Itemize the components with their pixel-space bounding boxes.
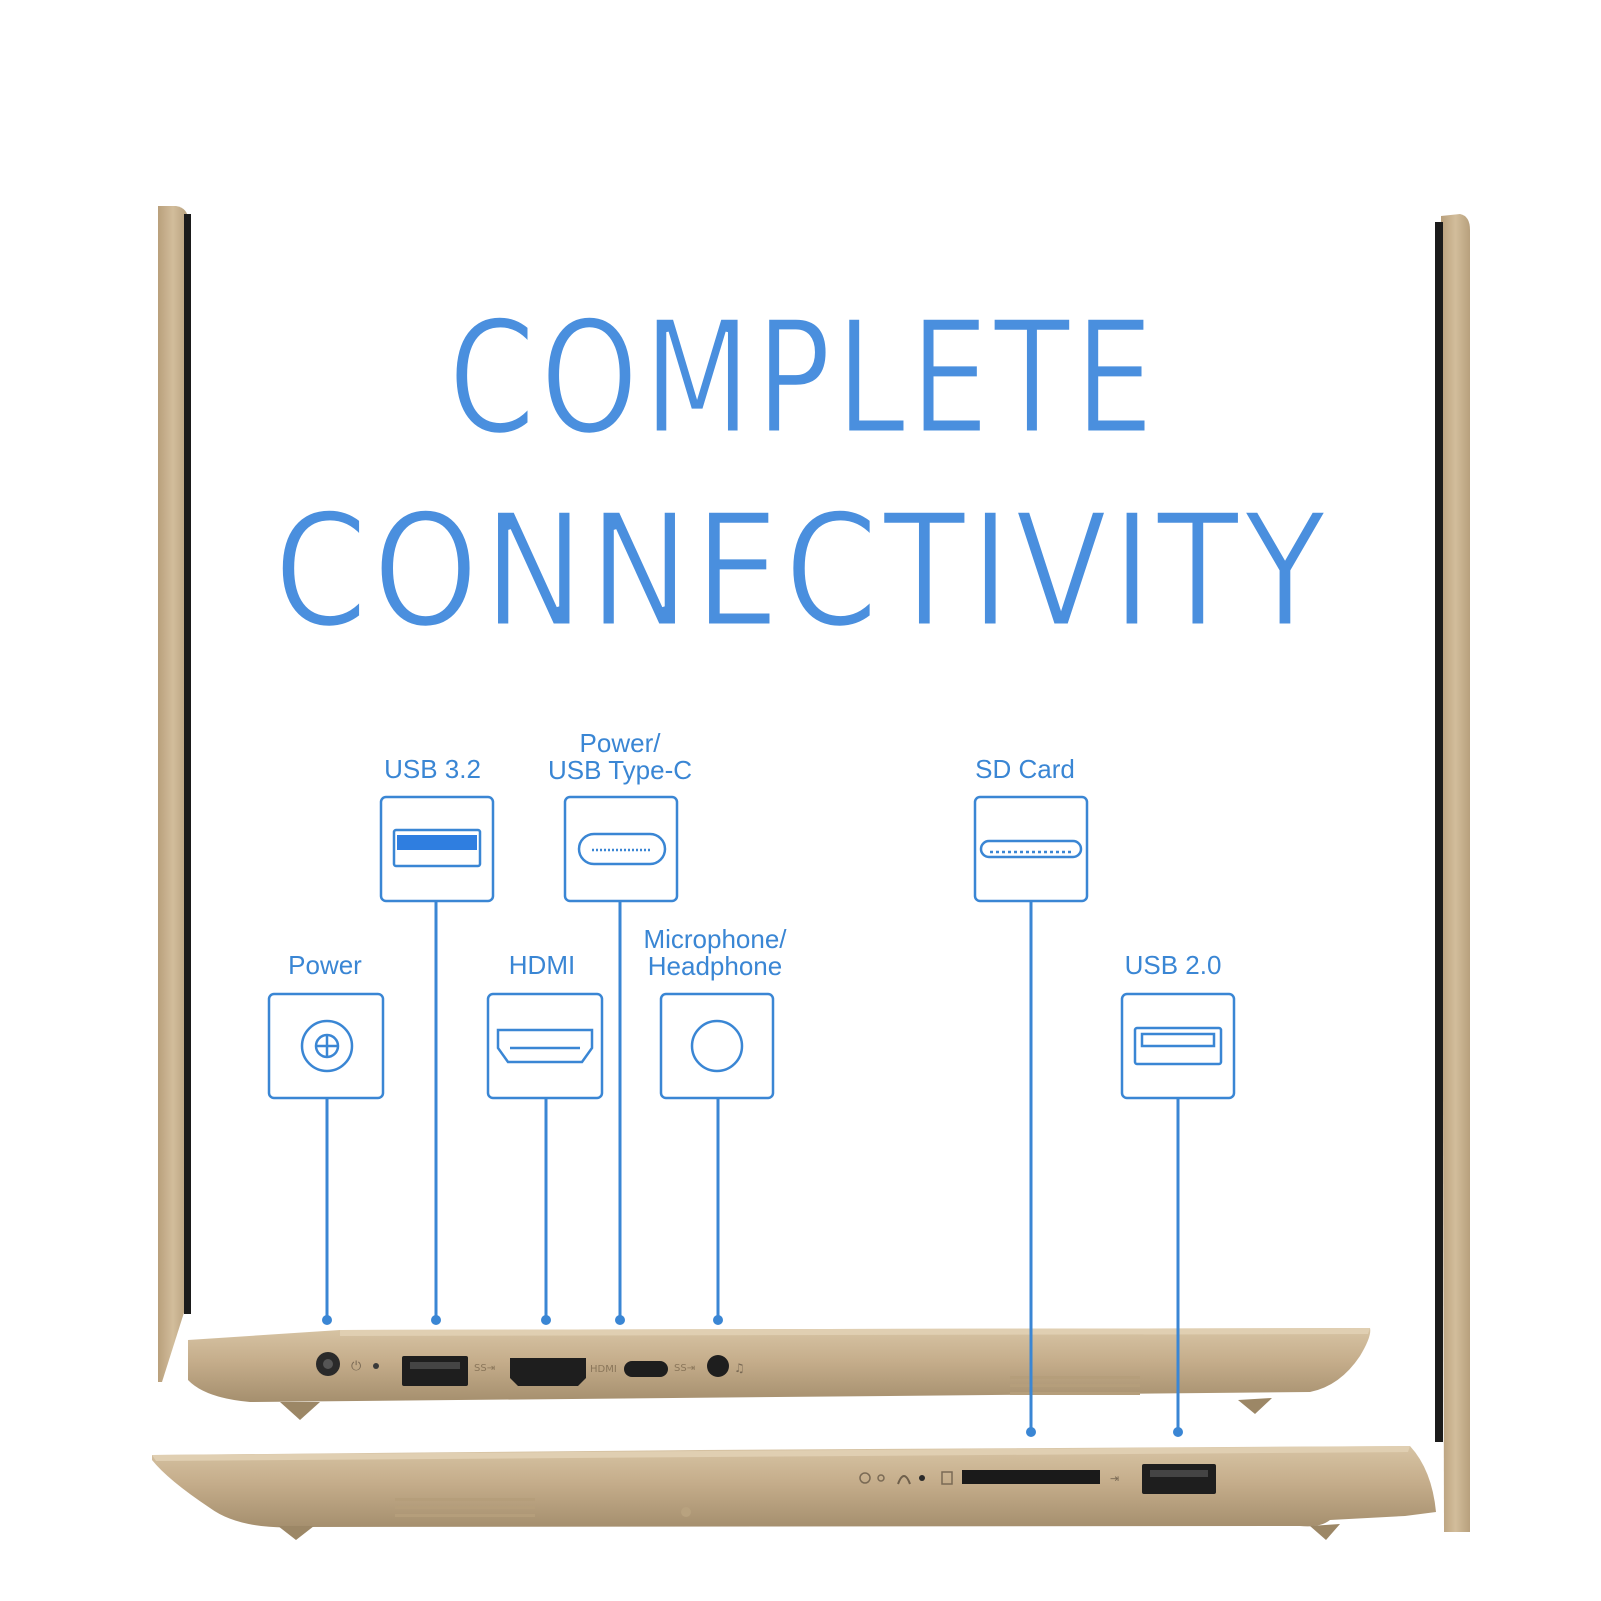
right-laptop-screen: [1435, 214, 1470, 1532]
port-label-usb-type-c: Power/ USB Type-C: [535, 730, 705, 784]
audio-jack-icon: [690, 1019, 744, 1073]
usb-2-0-port: [1142, 1464, 1216, 1494]
hdmi-mark: HDMI: [590, 1364, 617, 1375]
port-label-audio-line-1: Microphone/: [643, 924, 787, 954]
leader-lines: [322, 902, 1183, 1437]
dc-power-jack-icon: [300, 1019, 354, 1073]
port-label-usb-3-2-line-1: USB 3.2: [384, 754, 481, 784]
port-label-audio-line-2: Headphone: [647, 951, 783, 981]
port-label-sd-card: SD Card: [960, 756, 1090, 783]
headset-mark-icon: ♫: [734, 1361, 745, 1375]
power-led-icon: ⏻: [351, 1359, 379, 1374]
svg-text:⏻: ⏻: [351, 1359, 361, 1374]
ss-usb-c-mark-icon: SS⇥: [674, 1363, 695, 1374]
ss-usb-mark-icon: SS⇥: [474, 1363, 495, 1374]
power-jack: [316, 1352, 340, 1376]
port-label-usb-type-c-line-1: Power/: [579, 728, 661, 758]
speaker-grille-right: [395, 1498, 535, 1517]
status-icons: [859, 1471, 953, 1485]
port-label-power-line-1: Power: [288, 950, 362, 980]
port-label-usb-3-2: USB 3.2: [370, 756, 495, 783]
sd-card-icon-box: [973, 795, 1089, 903]
headline-connectivity: CONNECTIVITY: [273, 480, 1332, 662]
hdmi-icon-box: [486, 992, 604, 1100]
usb-a-icon: [1133, 1026, 1223, 1066]
port-label-sd-card-line-1: SD Card: [975, 754, 1075, 784]
usb-c-port-icon: [577, 832, 667, 866]
speaker-grille-left: [1010, 1376, 1140, 1395]
headline-complete: COMPLETE: [447, 287, 1159, 469]
port-label-audio: Microphone/ Headphone: [620, 926, 810, 980]
sd-card-slot: [962, 1470, 1100, 1484]
hdmi-port: [510, 1358, 586, 1386]
port-label-usb-type-c-line-2: USB Type-C: [547, 755, 692, 785]
usb-c-port: [624, 1361, 668, 1377]
port-label-usb-2-0-line-1: USB 2.0: [1124, 950, 1222, 980]
sd-card-slot-icon: [979, 839, 1083, 859]
port-label-usb-2-0: USB 2.0: [1108, 952, 1238, 979]
audio-icon-box: [659, 992, 775, 1100]
usb-3-2-port: [402, 1356, 468, 1386]
port-label-power: Power: [270, 952, 380, 979]
audio-jack: [707, 1355, 729, 1377]
left-laptop-screen: [158, 206, 191, 1382]
laptop-base-right-side: ⇥: [152, 1446, 1436, 1540]
laptop-base-left-side: ⏻ SS⇥ HDMI SS⇥ ♫: [188, 1328, 1371, 1420]
port-label-hdmi: HDMI: [482, 952, 602, 979]
usb-a-superspeed-icon: [392, 828, 482, 868]
usb-mark-icon: ⇥: [1110, 1472, 1119, 1485]
port-label-hdmi-line-1: HDMI: [508, 950, 576, 980]
hdmi-port-icon: [496, 1028, 594, 1064]
